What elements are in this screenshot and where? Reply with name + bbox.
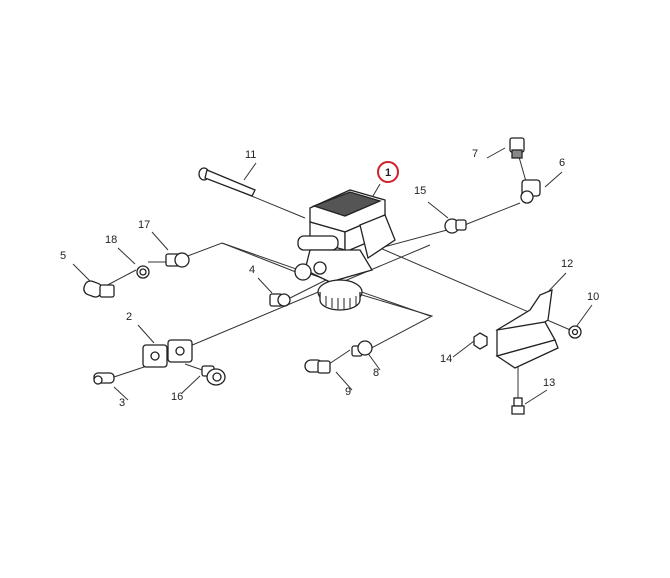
bracket-12-icon bbox=[495, 288, 559, 369]
callout-5[interactable]: 5 bbox=[60, 250, 67, 262]
fitting-6-icon bbox=[520, 179, 541, 204]
callout-15[interactable]: 15 bbox=[414, 185, 427, 197]
connector-7-icon bbox=[509, 137, 525, 159]
valve-assembly-icon bbox=[294, 189, 396, 311]
callout-3[interactable]: 3 bbox=[119, 397, 126, 409]
callout-10[interactable]: 10 bbox=[587, 291, 600, 303]
callout-label: 1 bbox=[384, 167, 392, 179]
bolt-11-icon bbox=[198, 167, 256, 197]
elbow-9-icon bbox=[304, 359, 331, 374]
callout-12[interactable]: 12 bbox=[561, 258, 574, 270]
callout-highlighted-1[interactable]: 1 bbox=[377, 161, 399, 183]
fitting-16-icon bbox=[201, 365, 226, 386]
nut-14-icon bbox=[473, 332, 488, 350]
callout-4[interactable]: 4 bbox=[249, 264, 256, 276]
fitting-17-icon bbox=[165, 252, 190, 268]
callout-7[interactable]: 7 bbox=[472, 148, 479, 160]
callout-17[interactable]: 17 bbox=[138, 219, 151, 231]
bolt-13-icon bbox=[511, 397, 525, 415]
block-2-icon bbox=[142, 339, 193, 368]
callout-6[interactable]: 6 bbox=[559, 157, 566, 169]
fitting-8-icon bbox=[351, 340, 373, 357]
callout-13[interactable]: 13 bbox=[543, 377, 556, 389]
callout-2[interactable]: 2 bbox=[126, 311, 133, 323]
callout-16[interactable]: 16 bbox=[171, 391, 184, 403]
plug-3-icon bbox=[93, 372, 115, 385]
ring-18-icon bbox=[136, 265, 150, 279]
callout-11[interactable]: 11 bbox=[245, 149, 257, 161]
elbow-5-icon bbox=[83, 280, 115, 298]
callout-14[interactable]: 14 bbox=[440, 353, 453, 365]
fitting-4-icon bbox=[269, 293, 291, 307]
callout-8[interactable]: 8 bbox=[373, 367, 380, 379]
fitting-15-icon bbox=[444, 218, 467, 234]
callout-18[interactable]: 18 bbox=[105, 234, 118, 246]
callout-9[interactable]: 9 bbox=[345, 386, 352, 398]
nut-10-icon bbox=[568, 325, 582, 339]
